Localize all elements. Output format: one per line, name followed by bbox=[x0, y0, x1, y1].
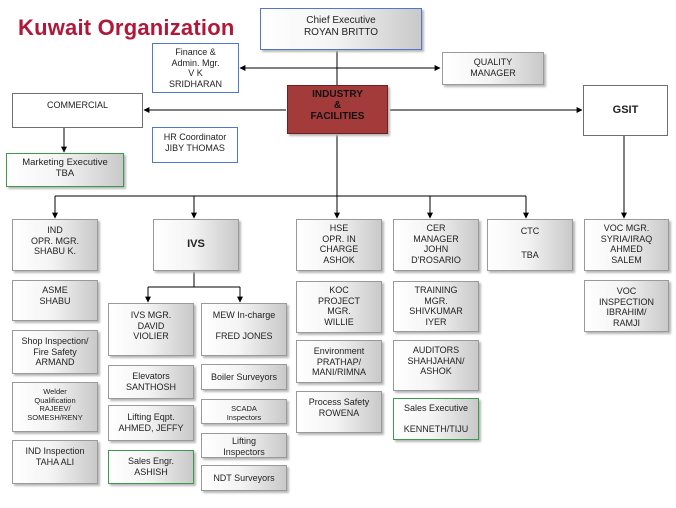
scada-inspectors-box: SCADA Inspectors bbox=[201, 399, 287, 424]
elevators-box: Elevators SANTHOSH bbox=[108, 365, 194, 399]
quality-manager-box: QUALITY MANAGER bbox=[442, 52, 544, 85]
process-safety-box: Process Safety ROWENA bbox=[296, 391, 382, 433]
voc-inspection-box: VOC INSPECTION IBRAHIM/ RAMJI bbox=[584, 280, 669, 332]
page-title: Kuwait Organization bbox=[18, 15, 235, 40]
ctc-box: CTC TBA bbox=[487, 219, 573, 271]
boiler-surveyors-box: Boiler Surveyors bbox=[201, 364, 287, 390]
koc-project-manager-box: KOC PROJECT MGR. WILLIE bbox=[296, 281, 382, 333]
hse-operations-box: HSE OPR. IN CHARGE ASHOK bbox=[296, 219, 382, 271]
lifting-inspectors-box: Lifting Inspectors bbox=[201, 433, 287, 458]
mew-in-charge-box: MEW In-charge FRED JONES bbox=[201, 303, 287, 356]
finance-admin-manager-box: Finance & Admin. Mgr. V K SRIDHARAN bbox=[152, 43, 239, 93]
ivs-manager-box: IVS MGR. DAVID VIOLIER bbox=[108, 303, 194, 356]
lifting-equipment-box: Lifting Eqpt. AHMED, JEFFY bbox=[108, 405, 194, 441]
industry-facilities-box: INDUSTRY & FACILITIES bbox=[287, 85, 388, 134]
auditors-box: AUDITORS SHAHJAHAN/ ASHOK bbox=[393, 340, 479, 391]
ind-operations-manager-box: IND OPR. MGR. SHABU K. bbox=[12, 219, 98, 271]
sales-engineer-box: Sales Engr. ASHISH bbox=[108, 450, 194, 484]
shop-inspection-box: Shop Inspection/ Fire Safety ARMAND bbox=[12, 330, 98, 374]
environment-box: Environment PRATHAP/ MANI/RIMNA bbox=[296, 340, 382, 383]
hr-coordinator-box: HR Coordinator JIBY THOMAS bbox=[152, 127, 238, 163]
ind-inspection-box: IND Inspection TAHA ALI bbox=[12, 440, 98, 484]
voc-manager-box: VOC MGR. SYRIA/IRAQ AHMED SALEM bbox=[584, 219, 669, 271]
asme-box: ASME SHABU bbox=[12, 280, 98, 321]
ndt-surveyors-box: NDT Surveyors bbox=[201, 465, 287, 491]
sales-executive-box: Sales Executive KENNETH/TIJU bbox=[393, 398, 479, 440]
gsit-box: GSIT bbox=[583, 85, 668, 136]
welder-qualification-box: Welder Qualification RAJEEV/ SOMESH/RENY bbox=[12, 382, 98, 432]
marketing-executive-box: Marketing Executive TBA bbox=[6, 153, 124, 187]
cer-manager-box: CER MANAGER JOHN D'ROSARIO bbox=[393, 219, 479, 271]
training-manager-box: TRAINING MGR. SHIVKUMAR IYER bbox=[393, 281, 479, 332]
ivs-box: IVS bbox=[153, 219, 239, 271]
chief-executive-box: Chief Executive ROYAN BRITTO bbox=[260, 8, 422, 50]
commercial-box: COMMERCIAL bbox=[12, 93, 143, 128]
